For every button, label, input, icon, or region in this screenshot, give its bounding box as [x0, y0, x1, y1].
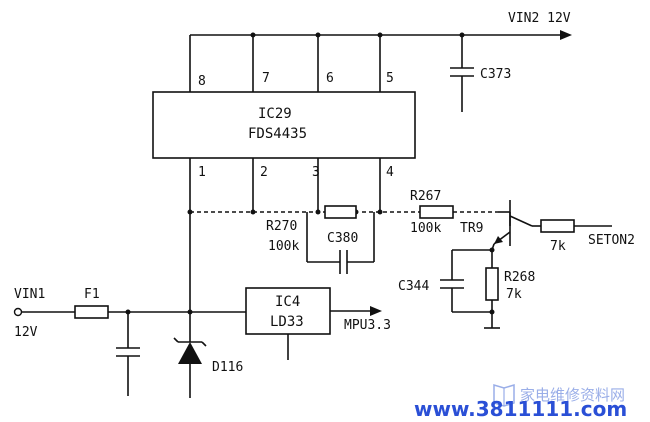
d116-label: D116 — [212, 360, 243, 375]
ic29-pin-7: 7 — [262, 71, 270, 86]
mpu-label: MPU3.3 — [344, 318, 391, 333]
ic29-bottom-leads — [189, 158, 381, 212]
ic4-output — [287, 306, 382, 360]
vin1-rail — [22, 212, 246, 315]
vin2-label: VIN2 12V — [508, 11, 571, 26]
r268-resistor — [485, 267, 499, 301]
ic29-pin-8: 8 — [198, 74, 206, 89]
d116-zener-diode — [173, 312, 207, 398]
base-resistor — [540, 219, 575, 233]
ic29-body — [152, 91, 416, 159]
r270-resistor — [324, 205, 357, 219]
ic4-part: LD33 — [270, 314, 304, 330]
base-resistor-value: 7k — [550, 239, 566, 254]
watermark-site-name: 家电维修资料网 — [520, 386, 625, 404]
r267-label: R267 — [410, 189, 441, 204]
ic29-top-leads — [189, 35, 381, 92]
ic29-pin-6: 6 — [326, 71, 334, 86]
site-logo-icon — [493, 383, 515, 407]
c344-label: C344 — [398, 279, 429, 294]
r267-value: 100k — [410, 221, 441, 236]
c373-capacitor — [450, 35, 474, 112]
input-capacitor — [116, 312, 140, 396]
r268-value: 7k — [506, 287, 522, 302]
ic29-pin-1: 1 — [198, 165, 206, 180]
gate-bus — [187, 209, 498, 215]
tr9-label: TR9 — [460, 221, 483, 236]
c380-label: C380 — [327, 231, 358, 246]
ic29-ref: IC29 — [258, 106, 292, 122]
vin1-label: VIN1 — [14, 287, 45, 302]
f1-label: F1 — [84, 287, 100, 302]
c373-label: C373 — [480, 67, 511, 82]
vin1-voltage: 12V — [14, 325, 38, 340]
watermark-url: www.3811111.com — [414, 397, 627, 421]
vin1-terminal — [13, 307, 23, 317]
r270-label: R270 — [266, 219, 297, 234]
ic29-part: FDS4435 — [248, 126, 307, 142]
f1-fuse — [74, 305, 109, 319]
r267-resistor — [419, 205, 454, 219]
vin2-rail — [190, 30, 572, 40]
c380-capacitor — [306, 212, 375, 274]
ic29-pin-4: 4 — [386, 165, 394, 180]
seton2-label: SETON2 — [588, 233, 635, 248]
r268-label: R268 — [504, 270, 535, 285]
r270-value: 100k — [268, 239, 299, 254]
ic29-pin-5: 5 — [386, 71, 394, 86]
tr9-transistor — [491, 200, 533, 251]
ic4-ref: IC4 — [275, 294, 300, 310]
ic29-pin-2: 2 — [260, 165, 268, 180]
ic29-pin-3: 3 — [312, 165, 320, 180]
c344-r268-network — [440, 247, 500, 329]
